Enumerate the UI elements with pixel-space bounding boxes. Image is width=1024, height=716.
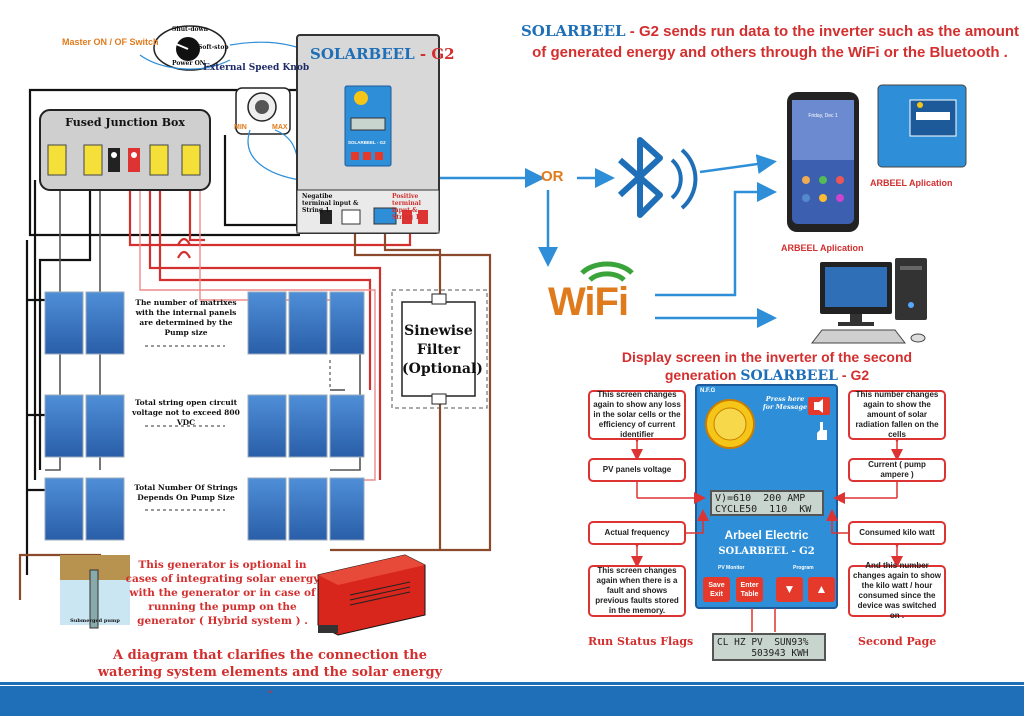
junction-box-title: Fused Junction Box [65, 116, 185, 129]
negative-terminal-label: Negatibe terminal input & String 1 [302, 193, 359, 214]
diagram-caption: A diagram that clarifies the connection … [97, 648, 443, 697]
panels-note-strings: Total Number Of Strings Depends On Pump … [134, 483, 238, 502]
callout-kw: Consumed kilo watt [848, 521, 946, 545]
knob-shutdown-label: Shut-down [172, 26, 209, 33]
inverter-brand-suffix: - G2 [414, 45, 455, 63]
inverter-brand-solar: SOLARBEEL [310, 45, 415, 63]
callout-frequency: Actual frequency [588, 521, 686, 545]
knob-poweron-label: Power ON [172, 60, 206, 67]
pv-monitor-label: PV Monitor [718, 565, 745, 571]
positive-terminal-label: Positive terminal input & String 1 [392, 193, 421, 221]
wifi-icon [580, 261, 634, 282]
filter-label: Sinewise Filter (Optional) [402, 322, 483, 379]
speed-knob-label: External Speed Knob [203, 63, 310, 73]
enter-table-button[interactable]: Enter Table [736, 577, 763, 602]
second-page-label: Second Page [858, 635, 937, 648]
app-label-tablet: ARBEEL Aplication [870, 178, 953, 188]
min-label: MIN [234, 124, 247, 131]
down-arrow-button[interactable]: ▼ [776, 577, 803, 602]
panels-note-voltage: Total string open circuit voltage not to… [132, 398, 240, 427]
brown-wires [18, 225, 492, 600]
headline: SOLARBEEL - G2 sends run data to the inv… [520, 21, 1020, 63]
panels-note-matrixes: The number of matrixes with the internal… [135, 298, 237, 337]
filter-dashed-box [391, 289, 488, 409]
solar-panels [44, 291, 365, 541]
model-label: SOLARBEEL - G2 [718, 546, 815, 557]
app-label-phone: ARBEEL Aplication [781, 243, 864, 253]
callout-radiation: This number changes again to show the am… [848, 390, 946, 440]
callout-fault: This screen changes again when there is … [588, 565, 686, 617]
inverter-brand: SOLARBEEL - G2 [310, 45, 455, 63]
filter-label-line3: (Optional) [402, 361, 483, 377]
arrow-up-icon: ▲ [815, 582, 828, 596]
fuses [47, 144, 201, 176]
callout-current: Current ( pump ampere ) [848, 458, 946, 482]
filter-label-line2: Filter [416, 342, 461, 358]
callout-loss: This screen changes again to show any lo… [588, 390, 686, 440]
phone-date: Friday, Dec 1 [808, 113, 838, 119]
save-exit-button[interactable]: Save Exit [703, 577, 730, 602]
phone-shape [787, 92, 859, 232]
run-status-label: Run Status Flags [588, 635, 694, 648]
max-label: MAX [272, 124, 288, 131]
generator-note: This generator is optional in cases of i… [125, 559, 320, 627]
knob-softstop-label: Soft-stop [198, 44, 229, 51]
callout-kwh: And this number changes again to show th… [848, 561, 946, 620]
or-label: OR [541, 168, 564, 185]
filter-label-line1: Sinewise [404, 323, 473, 339]
well-label: Submerged pump [70, 618, 120, 624]
headline-text: - G2 sends run data to the inverter such… [532, 23, 1020, 61]
company-label: Arbeel Electric [724, 528, 809, 542]
wifi-label: WiFi [548, 280, 629, 324]
nfg-label: N.F.G [700, 388, 716, 394]
display-title-line1: Display screen in the inverter of the se… [621, 349, 913, 365]
display-screen-title: Display screen in the inverter of the se… [572, 348, 962, 385]
press-here-label: Press here for Message [762, 395, 808, 411]
bluetooth-icon [617, 137, 698, 218]
up-arrow-button[interactable]: ▲ [808, 577, 835, 602]
generator-shape [317, 554, 426, 636]
arrow-down-icon: ▼ [783, 582, 796, 596]
program-label: Program [793, 565, 814, 571]
headline-brand: SOLARBEEL [520, 22, 626, 40]
second-lcd: CL HZ PV SUN93% 503943 KWH [712, 633, 826, 661]
footer-band [0, 686, 1024, 716]
black-wires [25, 88, 300, 575]
callout-pv-voltage: PV panels voltage [588, 458, 686, 482]
display-title-line2: generation SOLARBEEL - G2 [664, 367, 870, 384]
desktop-computer [810, 258, 927, 344]
master-switch-label: Master ON / OF Switch [62, 37, 159, 47]
display-title-brand: SOLARBEEL [740, 368, 838, 384]
inverter-mini-label: SOLARBEEL - G2 [348, 140, 386, 145]
